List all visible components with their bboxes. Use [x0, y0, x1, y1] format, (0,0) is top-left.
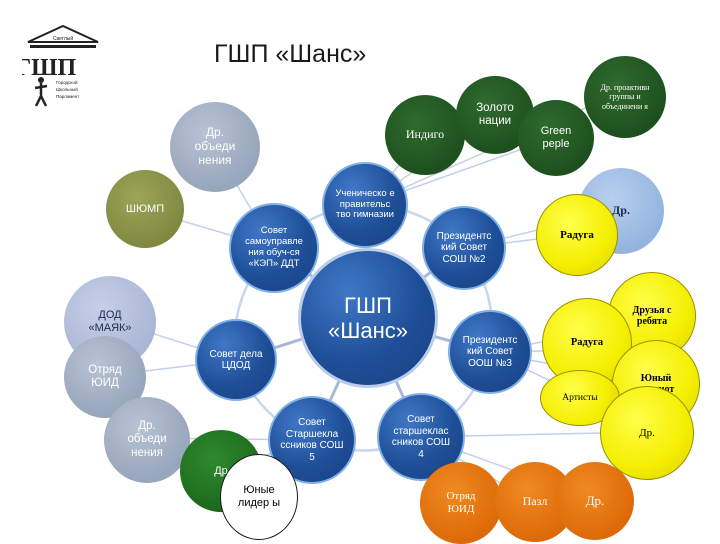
node-council-sosh5: Совет Старшекла ссников СОШ 5 — [268, 396, 356, 484]
node-green-people: Green peple — [518, 100, 594, 176]
node-indigo: Индиго — [385, 95, 465, 175]
logo-emblem: Светлый ГШП Городской Школьный Парламент — [16, 24, 99, 107]
node-other-assoc-bottom: Др. объеди нения — [104, 397, 190, 483]
node-otryad-yuid-orange: Отряд ЮИД — [420, 462, 502, 544]
page-title: ГШП «Шанс» — [214, 40, 367, 68]
node-yunye-lidery: Юные лидер ы — [220, 454, 298, 540]
center-node: ГШП «Шанс» — [298, 248, 438, 388]
node-other-assoc-top: Др. объеди нения — [170, 102, 260, 192]
node-other-right: Др. — [600, 386, 694, 480]
node-pres-oosh3: Президентс кий Совет ООШ №3 — [448, 310, 532, 394]
node-council-cdod: Совет дела ЦДОД — [195, 319, 277, 401]
node-student-gov: Ученическо е правительс тво гимназии — [322, 162, 408, 248]
node-shyump: ШЮМП — [106, 170, 184, 248]
node-council-kei: Совет самоуправле ния обуч-ся «КЭП» ДДТ — [229, 203, 319, 293]
svg-text:ГШП: ГШП — [22, 55, 76, 81]
node-raduga-top: Радуга — [536, 194, 618, 276]
svg-text:Городской: Городской — [56, 79, 78, 85]
node-other-orange: Др. — [556, 462, 634, 540]
center-title-line1: ГШП — [344, 292, 392, 318]
logo: Светлый ГШП Городской Школьный Парламент — [16, 20, 104, 112]
center-title-line2: «Шанс» — [327, 318, 409, 343]
node-pres-sosh2: Президентс кий Совет СОШ №2 — [422, 206, 506, 290]
svg-text:Светлый: Светлый — [53, 35, 74, 42]
svg-text:Школьный: Школьный — [56, 86, 78, 92]
node-other-activity-groups: Др. проактивн группы и объединени я — [584, 56, 666, 138]
svg-text:Парламент: Парламент — [56, 94, 79, 99]
